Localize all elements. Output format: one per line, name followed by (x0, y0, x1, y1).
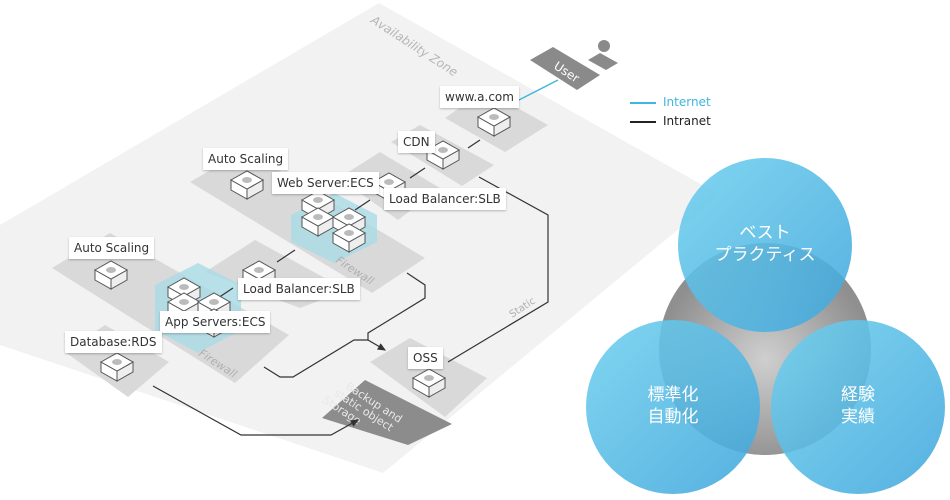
legend-intranet-label: Intranet (663, 114, 711, 128)
cube-web-server-icon (331, 223, 367, 253)
legend-internet-line (630, 101, 656, 104)
internet-link (514, 79, 559, 103)
venn-left-line1: 標準化 (647, 385, 699, 405)
cube-database-icon (99, 352, 135, 382)
label-auto-scaling-app: Auto Scaling (69, 237, 155, 259)
venn-circle-top (678, 158, 852, 332)
legend-internet: Internet (630, 95, 711, 109)
link-slb-web (354, 199, 371, 211)
venn-right-text: 経験実績 (773, 384, 943, 428)
cube-web-server-icon (300, 207, 336, 237)
legend-internet-label: Internet (663, 95, 711, 109)
venn-right-line1: 経験 (841, 385, 875, 405)
venn-top-line1: ベスト (739, 223, 791, 243)
label-web-server: Web Server:ECS (272, 172, 379, 194)
label-slb-web: Load Balancer:SLB (384, 188, 506, 210)
label-oss: OSS (408, 347, 443, 369)
label-app-servers: App Servers:ECS (160, 311, 271, 333)
label-cdn: CDN (398, 131, 435, 153)
cube-auto-scaling-app-icon (93, 260, 129, 290)
link-db-storage (152, 385, 360, 436)
venn-top-text: ベストプラクティス (680, 222, 850, 266)
venn-left-text: 標準化自動化 (588, 384, 758, 428)
venn-left-line2: 自動化 (647, 407, 699, 427)
venn-right-line2: 実績 (841, 407, 875, 427)
label-database: Database:RDS (65, 331, 162, 353)
venn-circle-left (586, 320, 760, 494)
venn-top-line2: プラクティス (714, 245, 816, 265)
link-www-cdn (467, 139, 481, 149)
cube-www-icon (476, 107, 512, 137)
link-cdn-slb (409, 167, 426, 179)
label-www: www.a.com (440, 86, 519, 108)
legend-intranet: Intranet (630, 114, 711, 128)
user-tag (530, 47, 600, 90)
cube-auto-scaling-web-icon (229, 170, 265, 200)
venn-circle-right (771, 320, 945, 494)
panel-storage (322, 380, 452, 445)
legend-intranet-line (630, 120, 656, 123)
link-static (447, 176, 549, 363)
link-web-oss (367, 272, 426, 351)
label-auto-scaling-web: Auto Scaling (203, 148, 289, 170)
cube-oss-icon (411, 368, 447, 398)
cube-cdn-icon (425, 140, 461, 170)
link-app-oss (263, 339, 368, 378)
link-web-slb (276, 249, 296, 263)
label-slb-app: Load Balancer:SLB (238, 278, 360, 300)
user-icon (588, 40, 618, 70)
